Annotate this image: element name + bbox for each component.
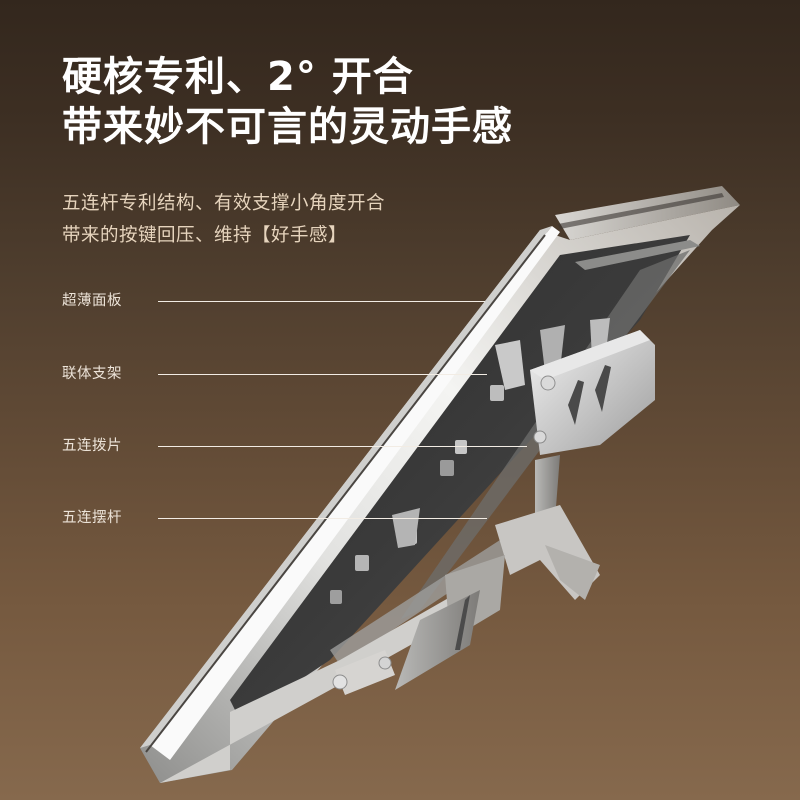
headline-line-1: 硬核专利、2° 开合 xyxy=(62,54,414,100)
headline: 硬核专利、2° 开合 带来妙不可言的灵动手感 xyxy=(62,52,513,152)
callout-leader-line xyxy=(158,518,487,519)
callout-label: 超薄面板 xyxy=(62,293,122,309)
callout-label: 五连摆杆 xyxy=(62,510,122,526)
subtitle: 五连杆专利结构、有效支撑小角度开合 带来的按键回压、维持【好手感】 xyxy=(62,188,385,252)
hinge-bracket xyxy=(530,330,655,455)
callout-leader-line xyxy=(158,301,485,302)
callout-leader-line xyxy=(158,374,487,375)
callout-label: 联体支架 xyxy=(62,366,122,382)
subtitle-line-2: 带来的按键回压、维持【好手感】 xyxy=(62,225,348,246)
callout-leader-line xyxy=(158,446,527,447)
headline-line-2: 带来妙不可言的灵动手感 xyxy=(62,104,513,150)
callout-label: 五连拨片 xyxy=(62,438,122,454)
swing-linkage xyxy=(332,455,600,695)
subtitle-line-1: 五连杆专利结构、有效支撑小角度开合 xyxy=(62,193,386,214)
